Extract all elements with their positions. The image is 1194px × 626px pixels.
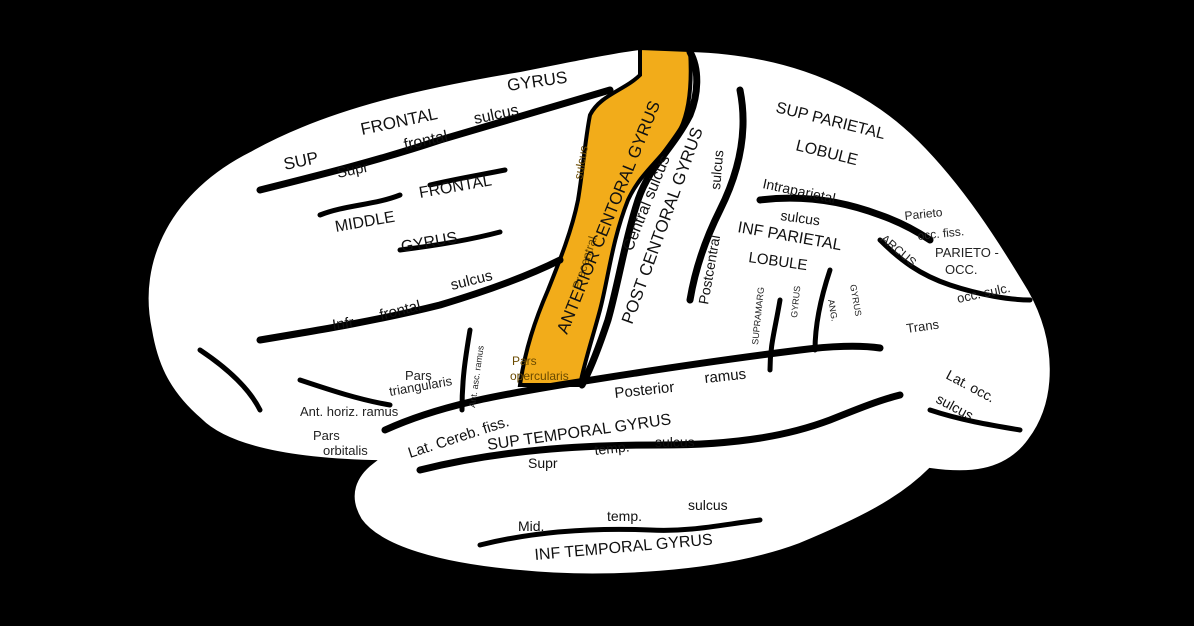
orbital-sulci	[197, 327, 473, 413]
label-pars-orbitalis-2: orbitalis	[323, 443, 368, 458]
label-parieto-fiss-1: Parieto	[904, 205, 944, 223]
label-sulcus-postcentral: sulcus	[707, 149, 726, 190]
label-sulcus-intraparietal: sulcus	[780, 207, 822, 228]
label-ant-horiz-ramus: Ant. horiz. ramus	[300, 404, 399, 419]
superior-temporal-sulcus	[416, 391, 904, 474]
label-sulcus-temp-supr: sulcus	[655, 434, 695, 450]
postcentral-sulcus	[686, 86, 747, 304]
label-pars-triangularis-1: Pars	[405, 368, 432, 383]
label-temp-mid: temp.	[607, 508, 642, 524]
label-parieto-occ-2: OCC.	[945, 262, 978, 277]
label-pars-opercularis-2: opercularis	[510, 369, 569, 383]
label-pars-opercularis-1: Pars	[512, 354, 537, 368]
middle-frontal-sulci	[317, 167, 508, 253]
label-mid: Mid.	[518, 518, 544, 534]
inferior-parietal-sulci	[767, 267, 833, 373]
label-sulcus-precentral: sulcus	[571, 145, 591, 181]
label-pars-orbitalis-1: Pars	[313, 428, 340, 443]
label-trans: Trans	[905, 316, 940, 335]
lateral-occipital-sulcus	[927, 407, 1023, 433]
label-posterior: Posterior	[614, 379, 675, 402]
label-temp-supr: temp.	[594, 438, 630, 458]
superior-frontal-sulcus	[256, 86, 614, 194]
label-ramus-posterior: ramus	[704, 366, 747, 387]
label-supr: Supr	[335, 159, 370, 182]
label-supr-temp: Supr	[528, 455, 558, 471]
intraparietal-sulcus	[756, 194, 934, 244]
parieto-occipital-sulcus	[877, 237, 1033, 303]
label-gyrus-supramarg: GYRUS	[789, 285, 802, 318]
label-infr: Infr	[331, 314, 355, 334]
central-sulcus	[578, 48, 701, 389]
label-parieto-fiss-2: occ. fiss.	[917, 224, 965, 243]
middle-temporal-sulcus	[477, 517, 763, 548]
label-ang: ANG.	[826, 299, 840, 322]
label-sulcus-mid: sulcus	[688, 497, 728, 513]
inferior-frontal-sulcus	[256, 256, 564, 344]
label-parieto-occ-1: PARIETO -	[935, 245, 999, 260]
